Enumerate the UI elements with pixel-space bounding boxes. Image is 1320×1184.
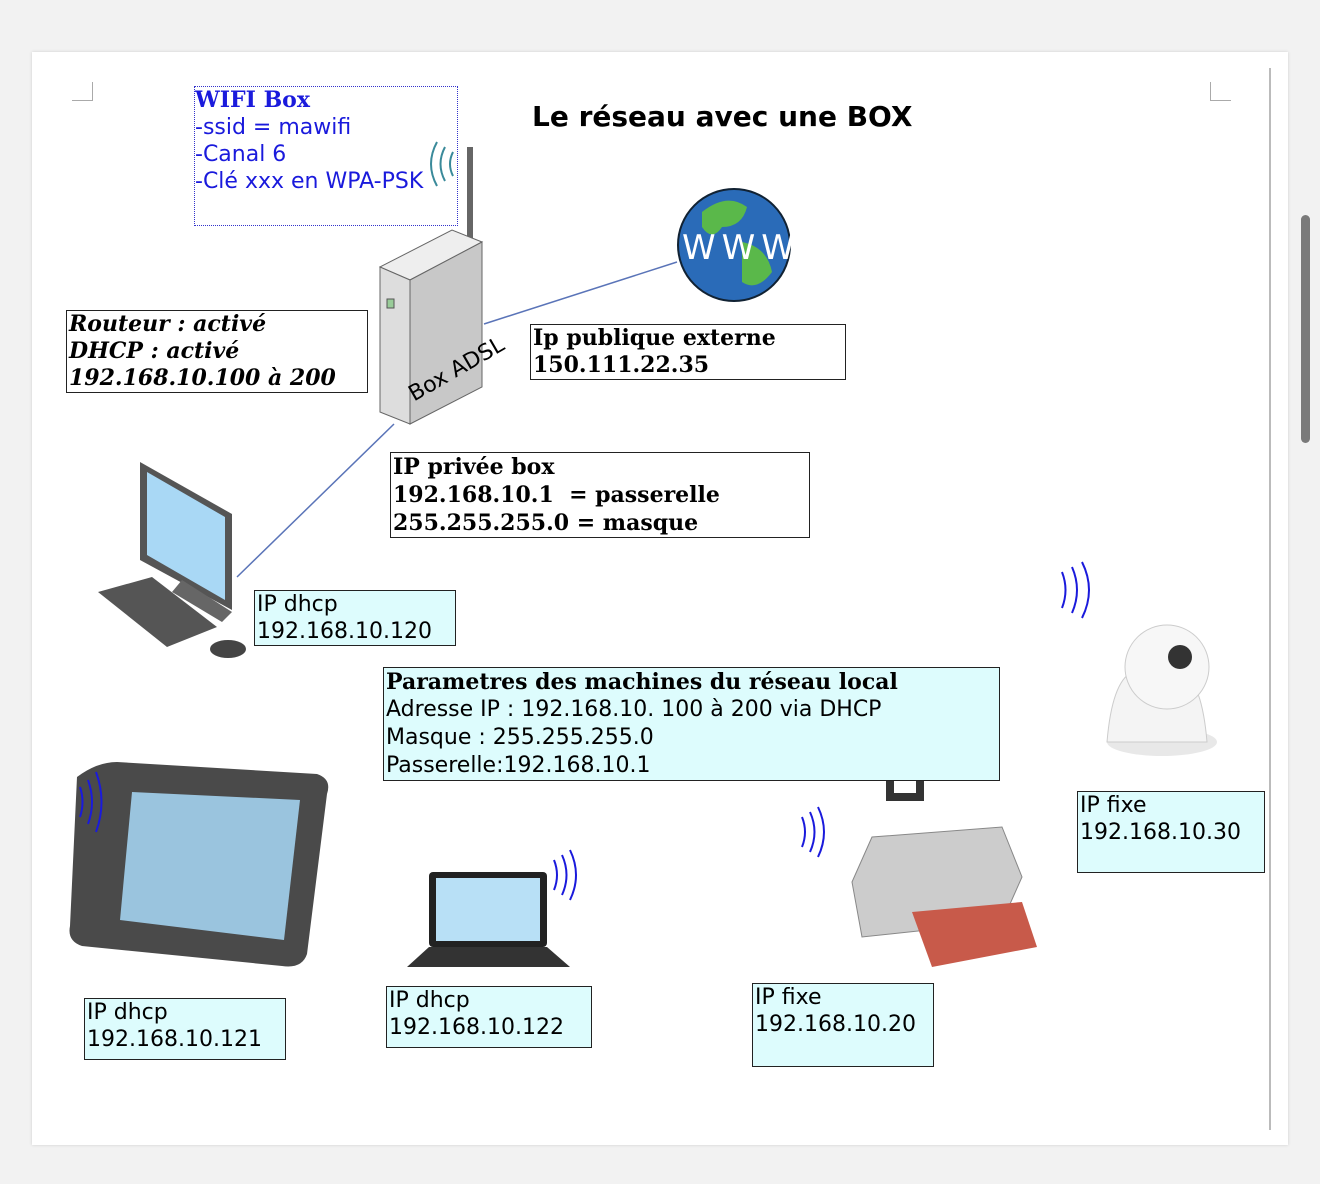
desktop-computer-icon — [98, 462, 246, 658]
laptop-ip-mode: IP dhcp — [389, 988, 470, 1013]
laptop-ip-value: 192.168.10.122 — [389, 1015, 564, 1040]
router-settings-box: Routeur : activé DHCP : activé 192.168.1… — [66, 310, 368, 393]
corner-mark-right — [1210, 82, 1231, 101]
wifi-box-note: WIFI Box -ssid = mawifi -Canal 6 -Clé xx… — [194, 86, 458, 226]
pc-ip-box: IP dhcp 192.168.10.120 — [254, 590, 456, 646]
document-page: Le réseau avec une BOX WIFI Box -ssid = … — [32, 52, 1288, 1145]
pc-ip-mode: IP dhcp — [257, 592, 338, 617]
private-ip-label: IP privée box — [393, 454, 555, 480]
tablet-ip-value: 192.168.10.121 — [87, 1027, 262, 1052]
ip-camera-icon — [1061, 561, 1217, 756]
laptop-ip-box: IP dhcp 192.168.10.122 — [386, 986, 592, 1048]
router-status: Routeur : activé — [69, 311, 267, 337]
params-address: Adresse IP : 192.168.10. 100 à 200 via D… — [386, 697, 882, 722]
params-gateway: Passerelle:192.168.10.1 — [386, 753, 651, 778]
camera-ip-box: IP fixe 192.168.10.30 — [1077, 791, 1265, 873]
link-box-internet — [483, 261, 678, 325]
page-title: Le réseau avec une BOX — [532, 100, 913, 133]
router-icon — [378, 141, 484, 425]
globe-icon — [677, 188, 791, 302]
params-mask: Masque : 255.255.255.0 — [386, 725, 654, 750]
tablet-ip-mode: IP dhcp — [87, 1000, 168, 1025]
printer-ip-box: IP fixe 192.168.10.20 — [752, 983, 934, 1067]
page-edge-line — [1269, 68, 1271, 1130]
public-ip-box: Ip publique externe 150.111.22.35 — [530, 324, 846, 380]
tablet-ip-box: IP dhcp 192.168.10.121 — [84, 998, 286, 1060]
public-ip-label: Ip publique externe — [533, 325, 776, 351]
params-heading: Parametres des machines du réseau local — [386, 669, 898, 695]
camera-ip-value: 192.168.10.30 — [1080, 820, 1241, 845]
wifi-channel: -Canal 6 — [195, 142, 287, 167]
dhcp-range: 192.168.10.100 à 200 — [69, 365, 336, 391]
public-ip-value: 150.111.22.35 — [533, 352, 710, 378]
laptop-icon — [407, 849, 577, 967]
printer-ip-mode: IP fixe — [755, 985, 822, 1010]
mask-value: 255.255.255.0 = masque — [393, 510, 699, 536]
vertical-scrollbar[interactable] — [1301, 215, 1310, 443]
wifi-box-heading: WIFI Box — [195, 87, 310, 113]
link-box-pc — [236, 423, 395, 578]
globe-label: WWW — [682, 228, 801, 268]
wifi-key: -Clé xxx en WPA-PSK — [195, 169, 424, 194]
camera-ip-mode: IP fixe — [1080, 793, 1147, 818]
tablet-icon — [69, 762, 329, 967]
corner-mark-left — [72, 82, 93, 101]
private-ip-box: IP privée box 192.168.10.1 = passerelle … — [390, 452, 810, 538]
diagram-graphics — [69, 141, 1217, 967]
gateway-value: 192.168.10.1 = passerelle — [393, 482, 720, 508]
printer-icon — [801, 748, 1037, 967]
wifi-ssid: -ssid = mawifi — [195, 115, 352, 140]
local-network-params-box: Parametres des machines du réseau local … — [383, 667, 1000, 781]
dhcp-status: DHCP : activé — [69, 338, 240, 364]
pc-ip-value: 192.168.10.120 — [257, 619, 432, 644]
printer-ip-value: 192.168.10.20 — [755, 1012, 916, 1037]
